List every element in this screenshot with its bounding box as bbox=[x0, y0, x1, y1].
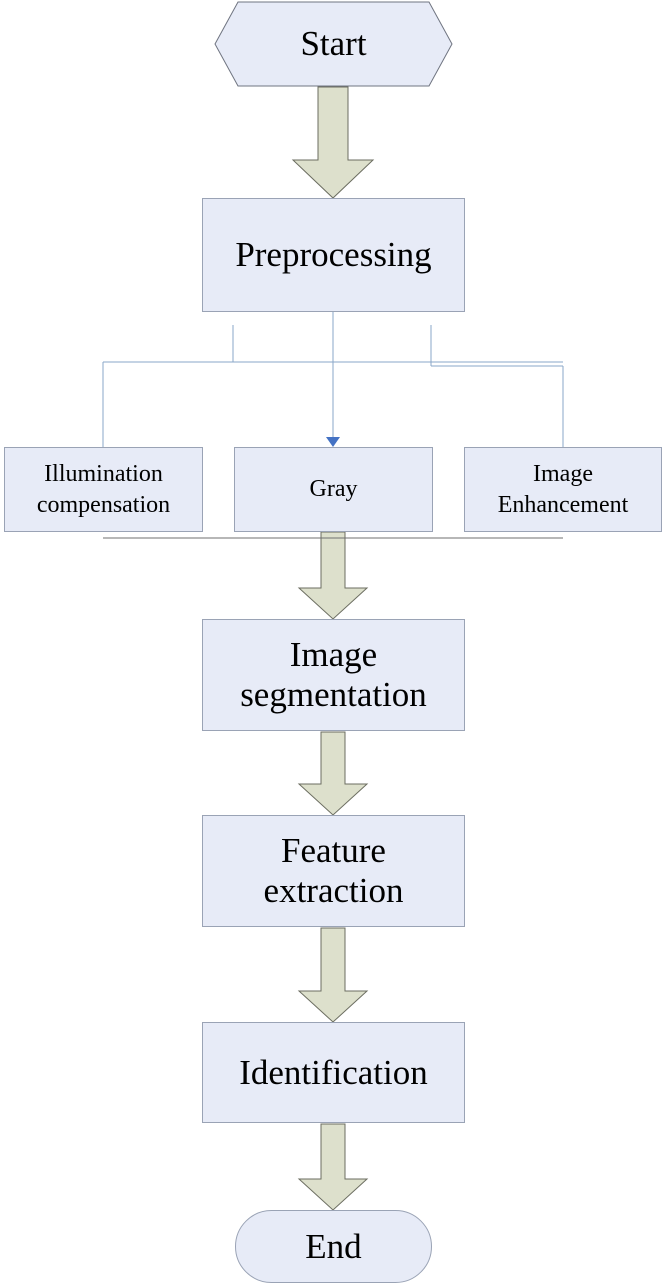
segmentation-label-line2: segmentation bbox=[240, 675, 427, 714]
identification-label: Identification bbox=[239, 1052, 428, 1092]
preprocessing-box: Preprocessing bbox=[202, 198, 465, 312]
image-enhancement-box: Image Enhancement bbox=[464, 447, 662, 532]
preprocessing-branch-lines bbox=[102, 312, 564, 447]
feature-label-line1: Feature bbox=[281, 831, 386, 870]
feature-label-line2: extraction bbox=[263, 871, 404, 910]
image-segmentation-box: Image segmentation bbox=[202, 619, 465, 731]
end-node: End bbox=[235, 1210, 432, 1283]
gray-arrowhead bbox=[326, 437, 340, 447]
gray-label: Gray bbox=[309, 476, 358, 502]
preprocessing-label: Preprocessing bbox=[235, 235, 432, 274]
feature-extraction-box: Feature extraction bbox=[202, 815, 465, 927]
arrow-segmentation-to-feature bbox=[297, 731, 369, 816]
enhancement-label-line1: Image bbox=[533, 460, 593, 487]
enhancement-label-line2: Enhancement bbox=[497, 491, 629, 518]
identification-box: Identification bbox=[202, 1022, 465, 1123]
start-hexagon bbox=[214, 1, 453, 87]
illumination-label-line2: compensation bbox=[36, 491, 171, 518]
illumination-label-line1: Illumination bbox=[44, 460, 163, 487]
arrow-identification-to-end bbox=[297, 1123, 369, 1211]
illumination-compensation-box: Illumination compensation bbox=[4, 447, 203, 532]
gray-box: Gray bbox=[234, 447, 433, 532]
start-label: Start bbox=[300, 24, 367, 63]
end-label: End bbox=[305, 1226, 362, 1266]
start-node: Start bbox=[215, 2, 452, 86]
arrow-gray-to-segmentation bbox=[297, 531, 369, 620]
segmentation-label-line1: Image bbox=[289, 635, 378, 674]
arrow-feature-to-identification bbox=[297, 927, 369, 1023]
arrow-start-to-preprocessing bbox=[291, 86, 375, 199]
